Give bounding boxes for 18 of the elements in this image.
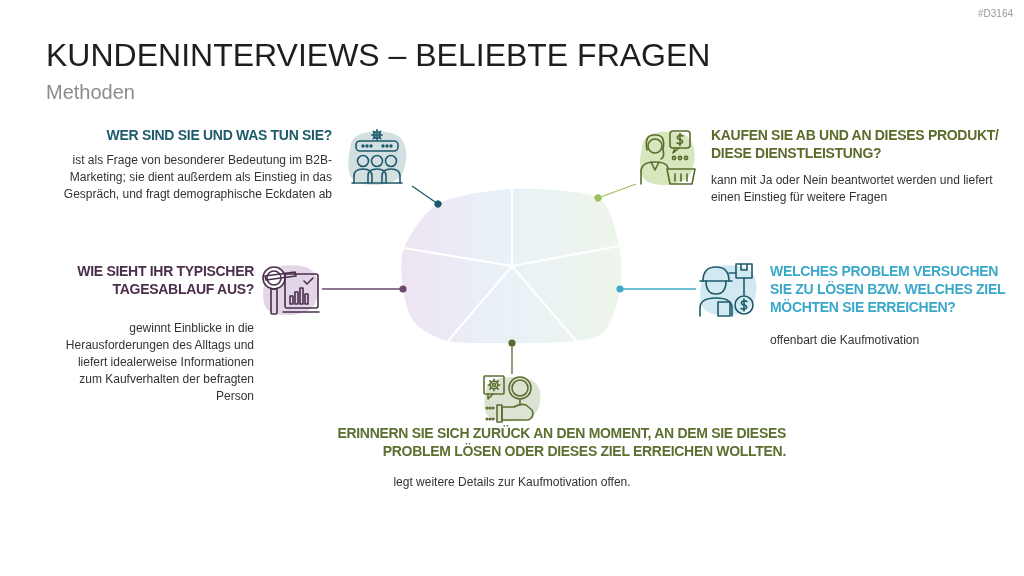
description-text: ist als Frage von besonderer Bedeutung im B2B-Marketing; sie dient außerdem als Einstieg in das Gespräch, und fragt demographische Eckdaten ab	[62, 152, 332, 203]
leader-line	[508, 339, 516, 375]
leader-line	[616, 285, 697, 293]
question-heading: ERINNERN SIE SICH ZURÜCK AN DEN MOMENT, AN DEM SIE DIESES PROBLEM LÖSEN ODER DIESES ZIEL ERREICHEN WOLLTEN.	[336, 424, 786, 460]
question-heading: KAUFEN SIE AB UND AN DIESES PRODUKT/ DIESE DIENSTLEISTUNG?	[711, 126, 1000, 162]
description-text: legt weitere Details zur Kaufmotivation offen.	[392, 474, 632, 491]
reference-code: #D3164	[978, 8, 1014, 20]
description-text: kann mit Ja oder Nein beantwortet werden und liefert einen Einstieg für weitere Fragen	[711, 172, 994, 206]
title: KUNDENINTERVIEWS – BELIEBTE FRAGEN	[46, 36, 711, 74]
question-heading: WER SIND SIE UND WAS TUN SIE?	[105, 126, 332, 144]
leader-line	[594, 183, 637, 202]
description-text: gewinnt Einblicke in die Herausforderungen des Alltags und liefert idealerweise Informationen zum Kaufverhalten der befragten Person	[64, 320, 254, 405]
subtitle: Methoden	[46, 80, 135, 104]
description-text: offenbart die Kaufmotivation	[770, 332, 921, 349]
question-heading: WIE SIEHT IHR TYPISCHER TAGESABLAUF AUS?	[76, 262, 254, 298]
leader-line	[321, 285, 407, 293]
question-heading: WELCHES PROBLEM VERSUCHEN SIE ZU LÖSEN BZW. WELCHES ZIEL MÖCHTEN SIE ERREICHEN?	[770, 262, 1006, 316]
leader-line	[411, 185, 442, 208]
